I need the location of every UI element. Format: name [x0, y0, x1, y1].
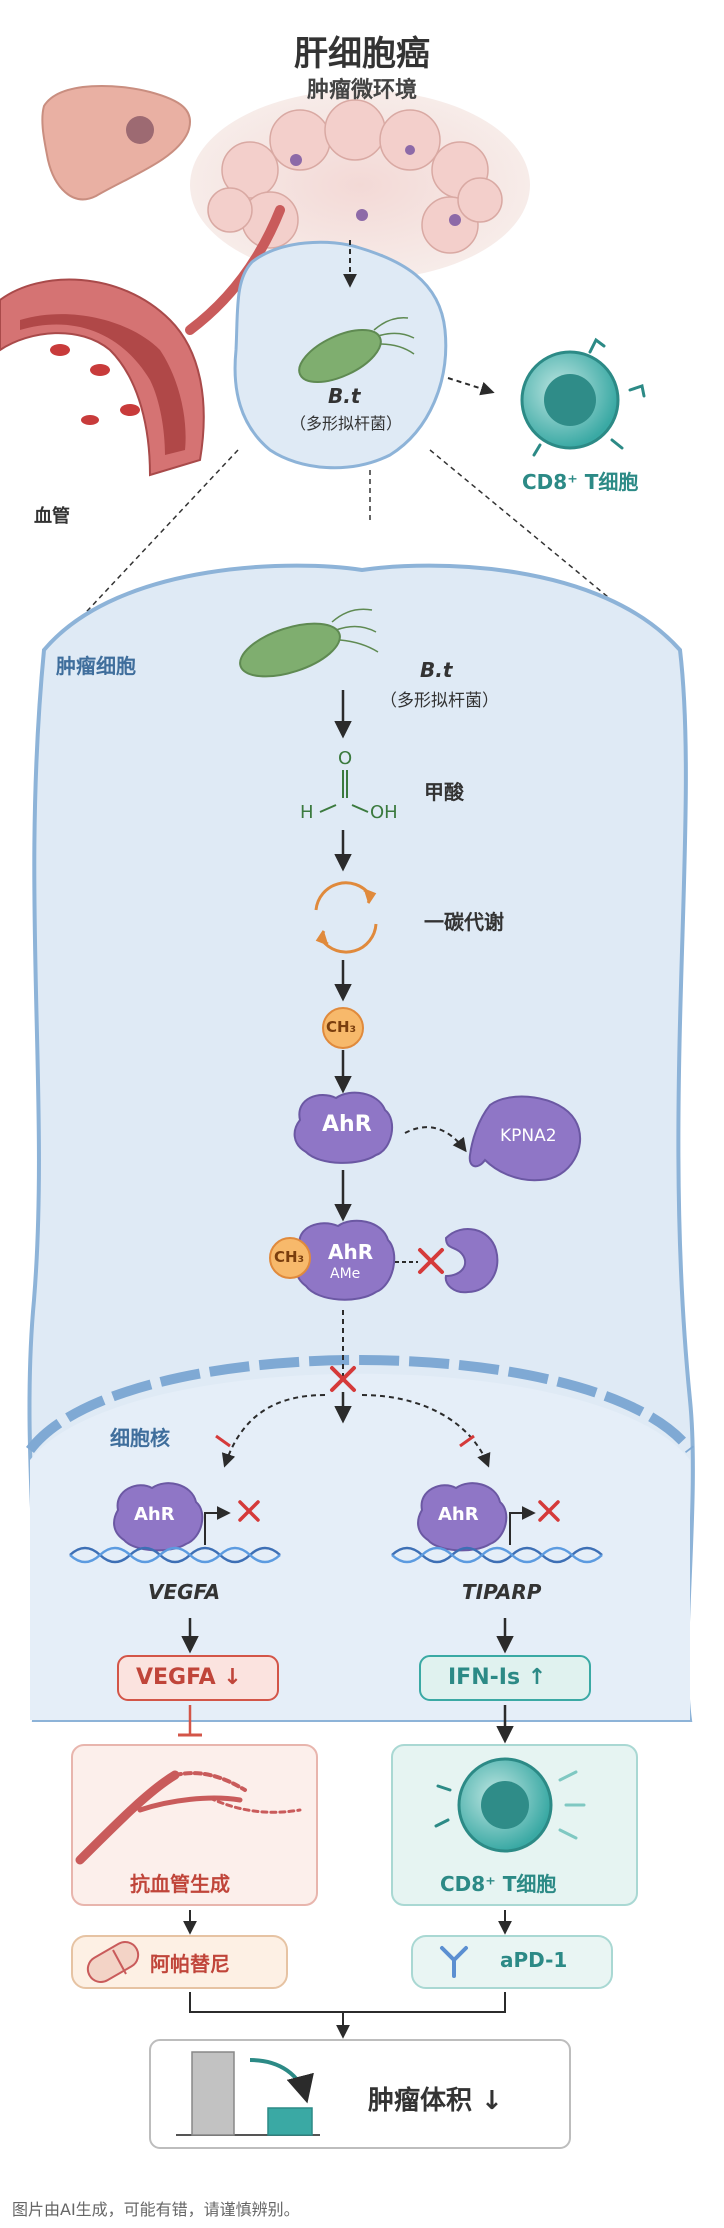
tumor-cell-label: 肿瘤细胞	[56, 654, 136, 678]
ahr-on-tiparp	[417, 1482, 508, 1552]
drug-right-label: aPD-1	[500, 1948, 568, 1972]
page-subtitle: 肿瘤微环境	[306, 78, 417, 103]
inhibit-tick-left	[215, 1434, 231, 1448]
bacterium-icon-cell	[239, 608, 379, 678]
vegfa-box	[117, 1655, 279, 1701]
kpna2-protein	[468, 1095, 581, 1182]
bacterium-name-cell: B.t	[420, 658, 453, 682]
bacterium-cn-cell: （多形拟杆菌）	[380, 691, 499, 711]
vegfa-box-text: VEGFA ↓	[136, 1665, 242, 1690]
blood-cells	[50, 344, 140, 425]
cd8-label-bottom: CD8⁺ T细胞	[440, 1872, 557, 1896]
formate-atom-h: H	[300, 802, 314, 823]
ahr-left-text: AhR	[134, 1504, 175, 1525]
blood-vessel	[0, 278, 205, 477]
inhibit-tick-right	[459, 1434, 475, 1448]
zoom-line-right	[429, 449, 661, 641]
promoter-arrow-left	[204, 1506, 231, 1545]
zoom-line-left	[59, 449, 239, 641]
ahr-methylated-protein	[294, 1219, 396, 1301]
tiparp-gene-label: TIPARP	[462, 1580, 542, 1604]
result-label: 肿瘤体积 ↓	[368, 2086, 503, 2116]
drug-left-label: 阿帕替尼	[150, 1952, 230, 1976]
tumor-volume-bars-icon	[176, 2051, 320, 2136]
blood-vessel-label: 血管	[34, 506, 70, 527]
ahr-on-vegfa	[113, 1482, 204, 1552]
methyl-badge	[322, 1007, 364, 1049]
formate-atom-oh: OH	[370, 802, 398, 823]
ahr-text: AhR	[322, 1112, 372, 1137]
bacterium-name-top: B.t	[328, 384, 361, 408]
nuclear-import-block-x	[330, 1366, 356, 1392]
cd8-t-cell-icon-top	[520, 337, 646, 457]
formate-molecule	[319, 770, 369, 813]
pill-icon	[86, 1941, 140, 1983]
nucleus-fill	[30, 1373, 690, 1720]
promoter-arrow-right	[509, 1506, 536, 1545]
result-box	[149, 2039, 571, 2149]
blood-vessel-branch-icon	[75, 1770, 302, 1865]
ahr-right-text: AhR	[438, 1504, 479, 1525]
ahr-me-sub: AMe	[330, 1266, 361, 1282]
antiangio-panel	[71, 1744, 318, 1906]
dna-helix-left	[69, 1546, 281, 1564]
bacterium-icon-top	[298, 317, 415, 383]
block-x-icon	[418, 1248, 444, 1274]
drug-right-box	[411, 1935, 613, 1989]
dna-helix-right	[391, 1546, 603, 1564]
vegfa-gene-label: VEGFA	[148, 1580, 221, 1604]
cd8-label-top: CD8⁺ T细胞	[522, 470, 639, 494]
bacterium-cn-top: （多形拟杆菌）	[290, 414, 403, 433]
ahr-protein	[293, 1091, 394, 1164]
tumor-nuclei	[290, 145, 461, 226]
methyl-badge-ahr	[269, 1237, 311, 1279]
formate-label: 甲酸	[424, 780, 464, 804]
liver-tumor-icon	[126, 116, 154, 144]
tumor-cells	[207, 99, 503, 254]
kpna2-small	[444, 1228, 499, 1294]
ifn-box	[419, 1655, 591, 1701]
merge-lines	[189, 1992, 506, 2013]
methyl-text: CH₃	[326, 1018, 357, 1036]
page-title: 肝细胞癌	[294, 34, 430, 74]
ai-disclaimer: 图片由AI生成，可能有错，请谨慎辨别。	[12, 2200, 300, 2219]
blood-vessel-lumen	[20, 314, 186, 455]
arrow-bubble-to-cd8	[447, 377, 495, 396]
nucleus-label: 细胞核	[110, 1426, 170, 1450]
formate-atom-o: O	[338, 748, 353, 769]
ifn-box-text: IFN-Is ↑	[448, 1665, 547, 1690]
methyl-text-ahr: CH₃	[274, 1248, 305, 1266]
one-carbon-cycle-icon	[314, 881, 378, 954]
nucleus-envelope	[26, 1355, 694, 1454]
antibody-icon	[440, 1946, 468, 1978]
arrow-to-tiparp	[361, 1394, 491, 1468]
antiangio-label: 抗血管生成	[130, 1872, 230, 1896]
kpna2-text: KPNA2	[500, 1126, 557, 1146]
cd8-t-cell-icon-bottom	[434, 1757, 586, 1853]
ahr-me-text: AhR	[328, 1240, 374, 1264]
transcription-blocked-right	[538, 1500, 560, 1522]
liver-icon	[41, 84, 191, 201]
transcription-blocked-left	[238, 1500, 260, 1522]
one-carbon-label: 一碳代谢	[424, 910, 504, 934]
